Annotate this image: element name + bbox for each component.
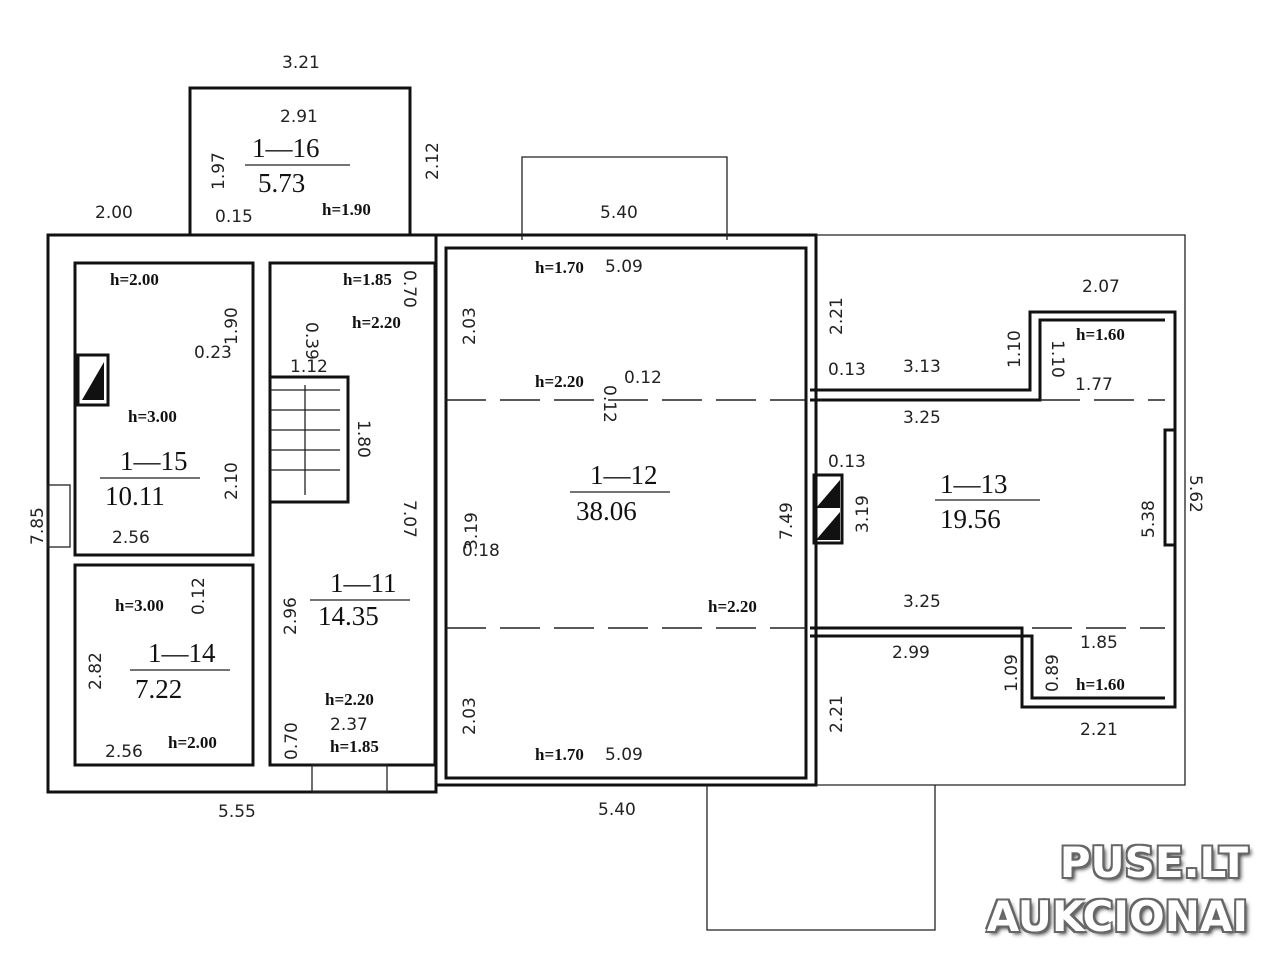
- label: 5.62: [1185, 475, 1205, 513]
- room-id: 1—13: [940, 469, 1008, 499]
- label: 2.37: [330, 715, 368, 735]
- label: h=3.00: [128, 407, 177, 426]
- label: 1.09: [1002, 654, 1022, 692]
- label: 2.00: [95, 203, 133, 223]
- label: 7.85: [28, 507, 48, 545]
- label: 5.40: [600, 203, 638, 223]
- room-area: 7.22: [135, 674, 182, 704]
- label: 2.03: [460, 697, 480, 735]
- room-id: 1—16: [252, 133, 320, 163]
- room-1-12: 1—12 38.06: [576, 460, 658, 526]
- label: 2.96: [281, 597, 301, 635]
- label: 2.56: [112, 528, 150, 548]
- label: 0.18: [462, 541, 500, 561]
- label: h=1.85: [343, 270, 392, 289]
- label: 3.19: [462, 512, 482, 550]
- label: h=1.70: [535, 745, 584, 764]
- label: 0.12: [599, 385, 619, 423]
- room-area: 38.06: [576, 496, 637, 526]
- label: h=1.85: [330, 737, 379, 756]
- label: 1.77: [1075, 375, 1113, 395]
- label: 2.91: [280, 107, 318, 127]
- label: 2.10: [222, 462, 242, 500]
- room-1-13: 1—13 19.56: [940, 469, 1008, 534]
- dimension-labels: 3.21 2.91 1.97 2.12 2.00 0.15 5.40 5.09 …: [28, 53, 1205, 822]
- label: 0.12: [624, 368, 662, 388]
- height-labels: h=1.90 h=2.00 h=1.85 h=2.20 h=1.70 h=1.6…: [110, 200, 1125, 764]
- label: 0.70: [399, 270, 419, 308]
- label: 3.13: [903, 357, 941, 377]
- label: 3.25: [903, 408, 941, 428]
- label: 1.10: [1047, 340, 1067, 378]
- label: h=1.60: [1076, 325, 1125, 344]
- label: 1.80: [353, 420, 373, 458]
- label: 2.07: [1082, 277, 1120, 297]
- watermark-line-1: PUSE.LT: [1059, 838, 1248, 887]
- label: h=2.00: [110, 270, 159, 289]
- label: 2.21: [1080, 720, 1118, 740]
- label: 1.10: [1005, 330, 1025, 368]
- room-area: 5.73: [258, 168, 305, 198]
- label: h=2.20: [325, 690, 374, 709]
- room-1-15: 1—15 10.11: [105, 446, 188, 511]
- label: 5.40: [598, 800, 636, 820]
- label: h=2.20: [708, 597, 757, 616]
- label: 0.13: [828, 360, 866, 380]
- label: 0.23: [194, 343, 232, 363]
- label: 2.56: [105, 742, 143, 762]
- label: 1.90: [222, 307, 242, 345]
- room-area: 10.11: [105, 481, 165, 511]
- label: h=1.90: [322, 200, 371, 219]
- label: 3.19: [853, 495, 873, 533]
- room-id: 1—12: [590, 460, 658, 490]
- label: h=2.20: [352, 313, 401, 332]
- label: 7.49: [777, 502, 797, 540]
- label: 0.15: [215, 207, 253, 227]
- label: 0.13: [828, 452, 866, 472]
- label: 7.07: [399, 500, 419, 538]
- label: 2.03: [460, 307, 480, 345]
- label: 0.39: [301, 322, 321, 360]
- label: 5.09: [605, 745, 643, 765]
- label: h=1.70: [535, 258, 584, 277]
- label: 0.12: [189, 577, 209, 615]
- label: 0.70: [282, 722, 302, 760]
- room-area: 19.56: [940, 504, 1001, 534]
- label: 5.38: [1139, 500, 1159, 538]
- label: 2.82: [86, 652, 106, 690]
- label: 0.89: [1043, 654, 1063, 692]
- chimney-icons: [76, 353, 844, 545]
- label: h=1.60: [1076, 675, 1125, 694]
- label: 2.21: [827, 695, 847, 733]
- label: 1.12: [290, 357, 328, 377]
- room-area: 14.35: [318, 601, 379, 631]
- walls: [46, 86, 1186, 931]
- room-1-16: 1—16 5.73: [252, 133, 320, 198]
- room-id: 1—15: [120, 446, 188, 476]
- label: 5.55: [218, 802, 256, 822]
- label: 2.12: [423, 142, 443, 180]
- label: 3.21: [282, 53, 320, 73]
- label: h=3.00: [115, 596, 164, 615]
- label: h=2.20: [535, 372, 584, 391]
- label: h=2.00: [168, 733, 217, 752]
- area-lines: [100, 164, 1040, 671]
- label: 1.97: [209, 152, 229, 190]
- room-1-14: 1—14 7.22: [135, 638, 216, 704]
- room-id: 1—11: [330, 568, 397, 598]
- label: 1.85: [1080, 633, 1118, 653]
- label: 2.99: [892, 643, 930, 663]
- label: 5.09: [605, 257, 643, 277]
- room-id: 1—14: [148, 638, 216, 668]
- label: 2.21: [827, 297, 847, 335]
- watermark-line-2: AUKCIONAI: [986, 892, 1248, 941]
- label: 3.25: [903, 592, 941, 612]
